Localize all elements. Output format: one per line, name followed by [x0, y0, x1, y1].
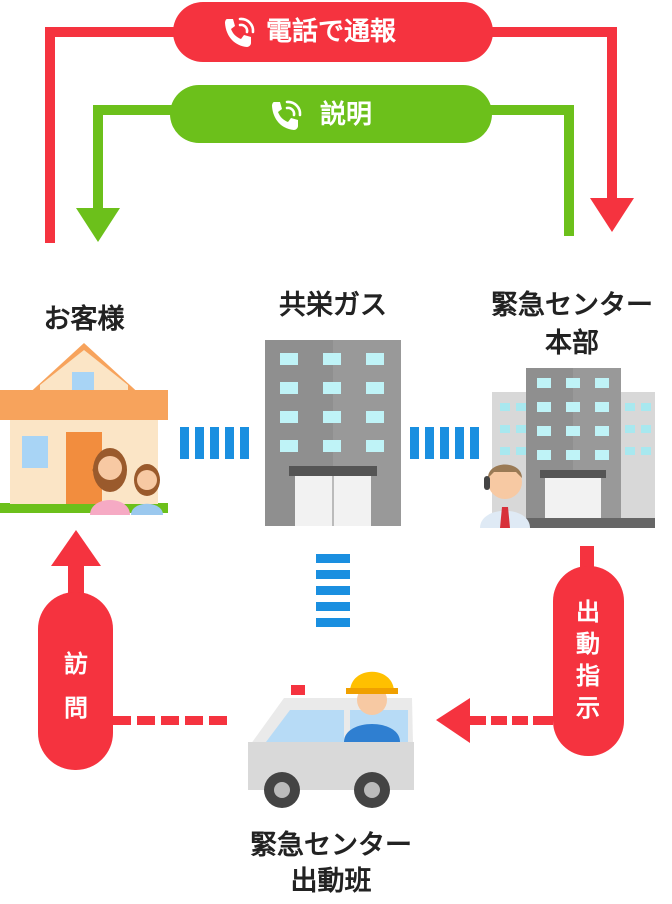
line-connector-left — [180, 427, 249, 459]
arrow-up-icon — [51, 530, 101, 566]
visit-label: 訪 問 — [64, 650, 88, 722]
arrow-left-icon — [436, 698, 470, 743]
arrow-down-icon — [76, 208, 120, 242]
team-label-line2: 出動班 — [290, 866, 372, 897]
building-icon — [265, 340, 401, 526]
visit-route — [38, 530, 227, 770]
customer-label: お客様 — [43, 304, 125, 335]
dispatch-label: 出 動 指 示 — [576, 598, 600, 722]
family-icon — [90, 448, 163, 515]
worker-icon — [344, 671, 400, 742]
gas-company-label: 共栄ガス — [279, 290, 387, 321]
operator-icon — [480, 464, 530, 528]
team-label-line1: 緊急センター — [250, 830, 412, 861]
house-icon — [0, 343, 168, 513]
explanation-pill — [170, 85, 492, 143]
dispatch-pill — [553, 566, 624, 756]
building-icon — [492, 368, 655, 528]
service-car-icon — [248, 685, 414, 808]
hq-label-line1: 緊急センター — [491, 290, 653, 321]
call-report-label: 電話で通報 — [266, 17, 397, 47]
call-report-route — [45, 2, 634, 243]
explanation-label: 説明 — [320, 100, 373, 130]
call-report-pill — [173, 2, 493, 62]
line-connector-right — [410, 427, 479, 459]
visit-pill — [38, 592, 113, 770]
dispatch-route — [436, 546, 624, 756]
explanation-route — [76, 85, 574, 242]
arrow-down-icon — [590, 198, 634, 232]
line-connector-down — [316, 554, 350, 627]
hq-label-line2: 本部 — [545, 328, 599, 359]
